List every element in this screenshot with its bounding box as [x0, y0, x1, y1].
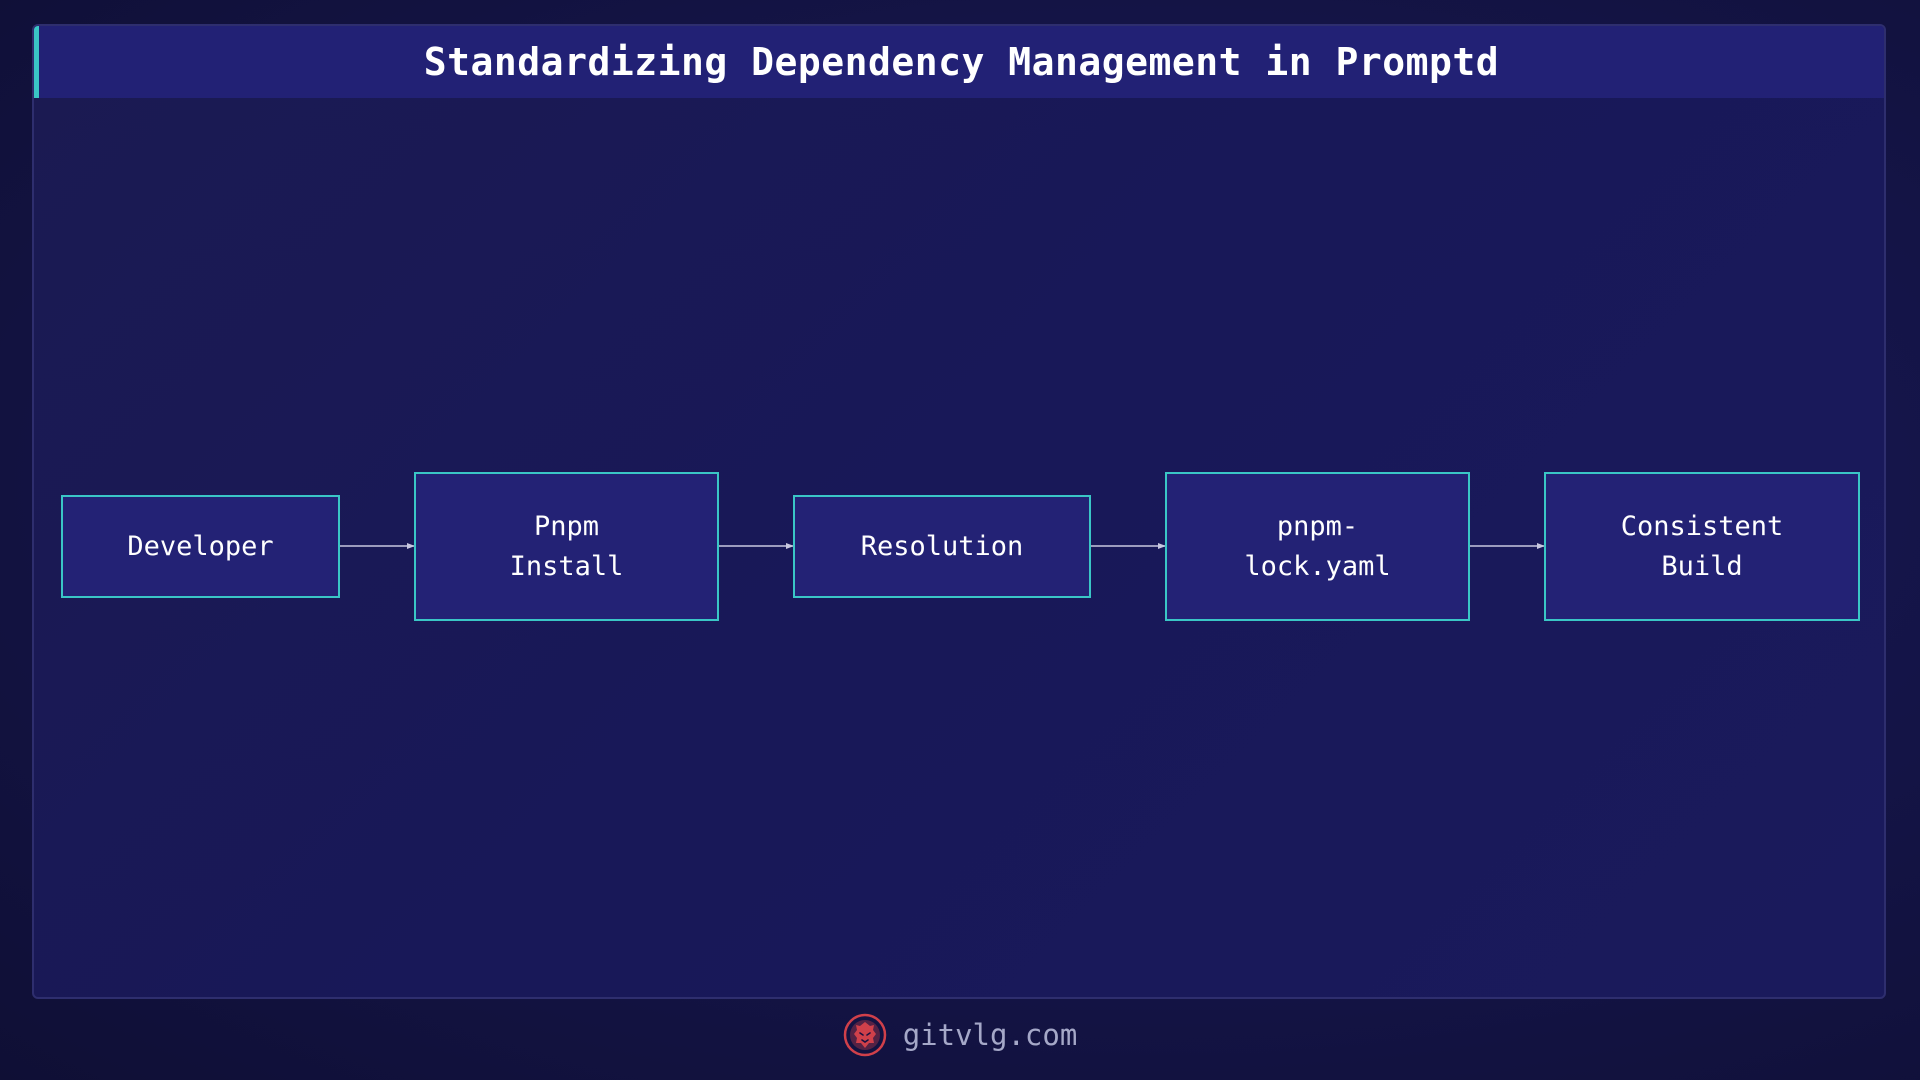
lion-logo-icon: [843, 1013, 886, 1057]
node-resolution-label: Resolution: [860, 530, 1024, 562]
node-pnpm-lock-yaml-label: pnpm- lock.yaml: [1244, 510, 1391, 582]
footer: gitvlg.com: [0, 1010, 1920, 1060]
node-developer-label: Developer: [127, 530, 274, 562]
node-developer: Developer: [61, 495, 340, 598]
node-pnpm-install: Pnpm Install: [414, 472, 719, 621]
node-pnpm-lock-yaml: pnpm- lock.yaml: [1165, 472, 1470, 621]
page-title: Standardizing Dependency Management in P…: [423, 40, 1500, 84]
node-consistent-build: Consistent Build: [1544, 472, 1860, 621]
node-consistent-build-label: Consistent Build: [1620, 510, 1784, 582]
node-resolution: Resolution: [793, 495, 1091, 598]
title-bar: Standardizing Dependency Management in P…: [34, 26, 1884, 98]
footer-site-link[interactable]: gitvlg.com: [902, 1018, 1078, 1052]
node-pnpm-install-label: Pnpm Install: [509, 510, 624, 582]
